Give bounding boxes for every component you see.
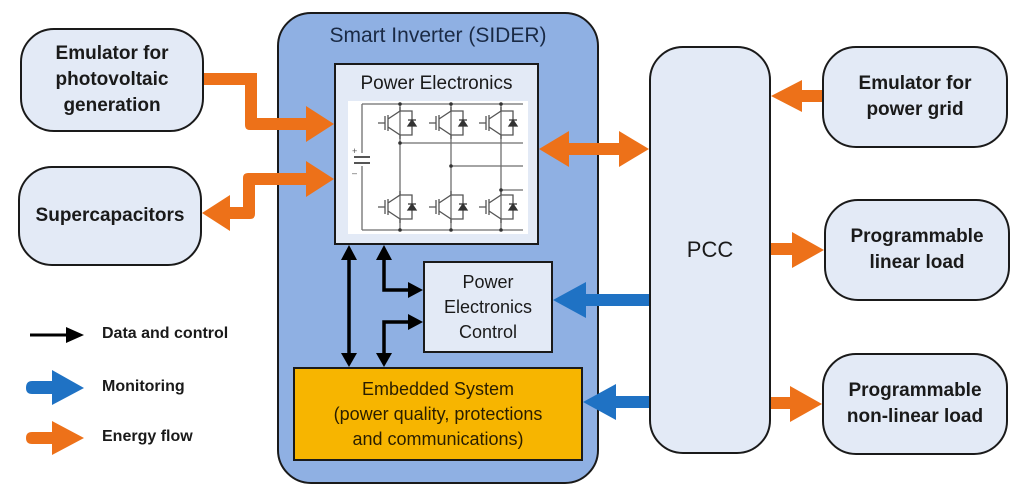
nonlinear-load-box: Programmable non-linear load [822, 353, 1008, 455]
energy-arrow-grid-to-pcc [771, 80, 822, 112]
embedded-system-line1: Embedded System [361, 378, 515, 399]
grid-emulator-box: Emulator for power grid [822, 46, 1008, 148]
power-electronics-title: Power Electronics [360, 73, 513, 94]
embedded-system-box: Embedded System (power quality, protecti… [293, 367, 583, 461]
legend-monitoring-label: Monitoring [102, 378, 185, 395]
linear-load-label: Programmable linear load [850, 226, 984, 273]
supercapacitors-label: Supercapacitors [35, 205, 185, 226]
legend-monitoring-icon [26, 370, 84, 405]
supercapacitors-box: Supercapacitors [18, 166, 202, 266]
power-electronics-box: Power Electronics [334, 63, 539, 245]
pcc-box: PCC [649, 46, 771, 454]
legend-data-control-icon [30, 327, 84, 343]
legend-data-control-label: Data and control [102, 325, 229, 342]
legend-energy-flow-label: Energy flow [102, 428, 193, 445]
embedded-system-line3: and communications) [352, 428, 524, 449]
energy-arrow-pcc-to-linear [771, 232, 824, 268]
pcc-label: PCC [686, 237, 734, 262]
smart-inverter-title: Smart Inverter (SIDER) [329, 24, 547, 47]
energy-arrow-pcc-to-nonlinear [771, 386, 822, 422]
power-electronics-control-label: Power Electronics Control [443, 271, 533, 342]
nonlinear-load-label: Programmable non-linear load [846, 380, 984, 427]
pv-emulator-box: Emulator for photovoltaic generation [20, 28, 204, 132]
linear-load-box: Programmable linear load [824, 199, 1010, 301]
legend-energy-flow-icon [26, 421, 84, 455]
grid-emulator-label: Emulator for power grid [858, 73, 972, 120]
embedded-system-line2: (power quality, protections [333, 403, 543, 424]
pv-emulator-label: Emulator for photovoltaic generation [55, 43, 169, 116]
power-electronics-control-box: Power Electronics Control [423, 261, 553, 353]
